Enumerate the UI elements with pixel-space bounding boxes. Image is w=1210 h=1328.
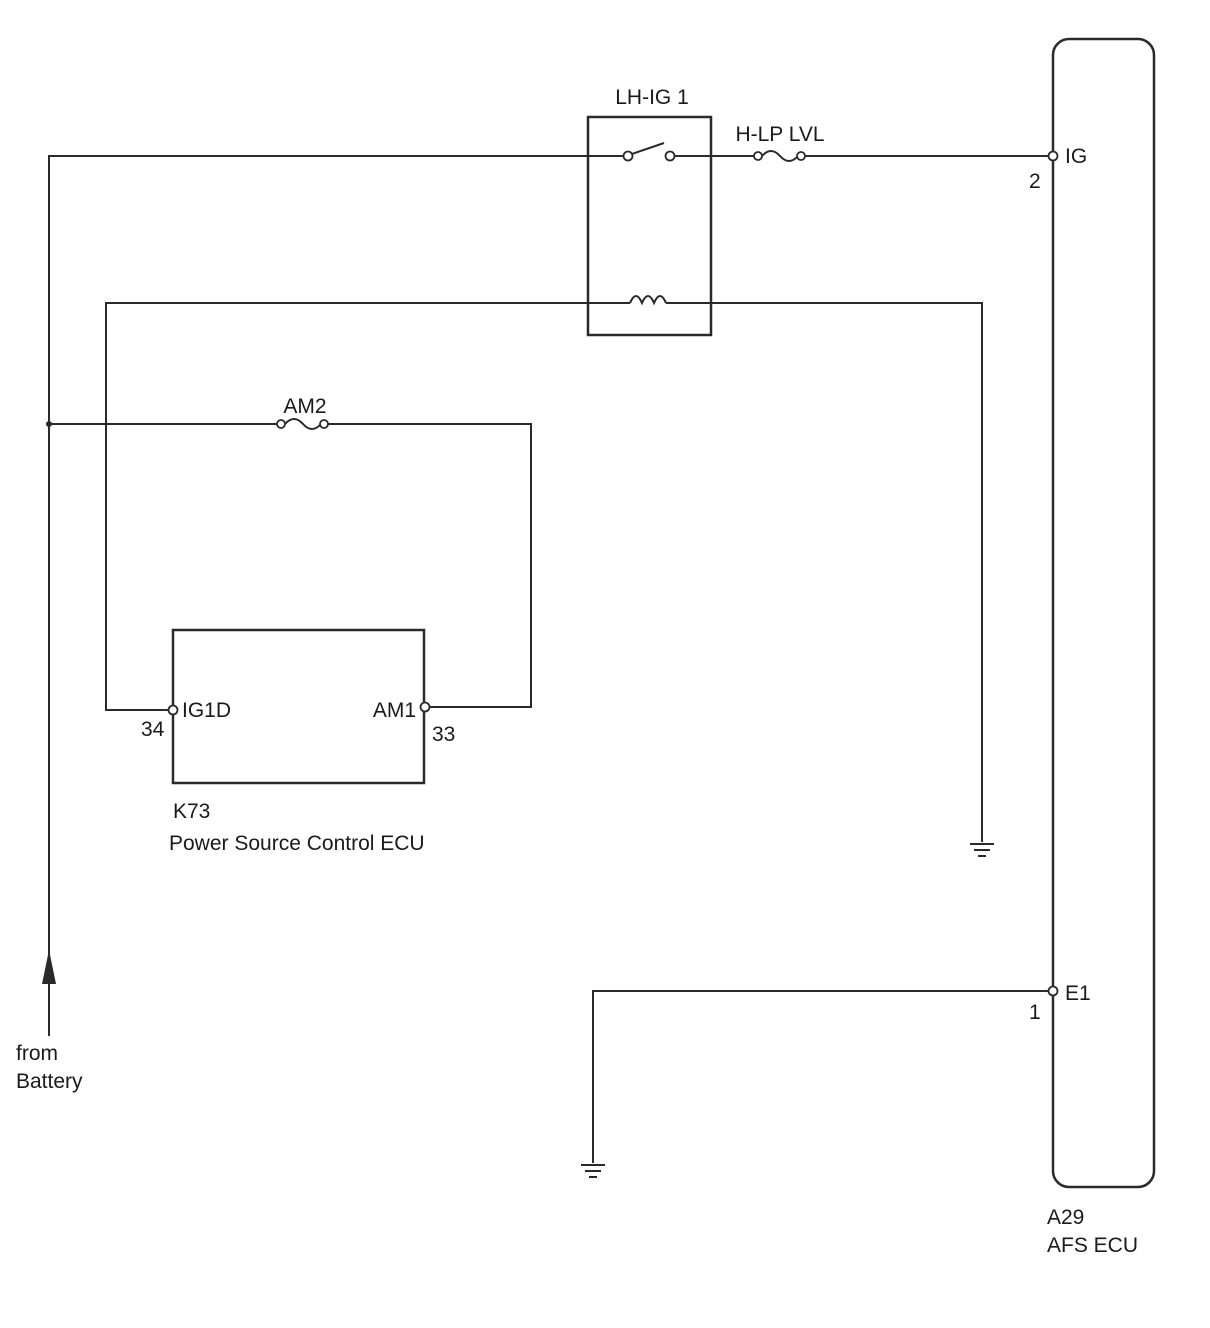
relay-box (586, 115, 713, 337)
relay-switch-blade (631, 142, 665, 155)
fuse-terminal (319, 419, 329, 429)
fuse-terminal (276, 419, 286, 429)
pin-am1-number: 33 (432, 723, 455, 746)
pin-am1-terminal (419, 701, 431, 713)
wire-ig1d-to-coil (105, 302, 630, 711)
battery-feed: from Battery (16, 155, 624, 1093)
pin-e1-number: 1 (1029, 1001, 1041, 1024)
ground-icon (970, 843, 994, 857)
afs-ecu-connector: A29 (1047, 1206, 1084, 1229)
battery-label-line2: Battery (16, 1070, 83, 1093)
wire-coil-to-ground (666, 302, 983, 842)
battery-wire (48, 155, 624, 1036)
pin-e1-terminal (1047, 985, 1059, 997)
fuse-terminal (796, 151, 806, 161)
ground-icon (581, 1164, 605, 1178)
pin-ig1d-label: IG1D (182, 699, 231, 722)
pin-ig-number: 2 (1029, 170, 1041, 193)
afs-ecu-box (1051, 37, 1156, 1189)
relay-coil-icon (629, 295, 667, 306)
power-ecu-connector: K73 (173, 800, 210, 823)
fuse-terminal (753, 151, 763, 161)
fuse-icon (761, 150, 799, 162)
battery-label-line1: from (16, 1042, 58, 1065)
wire-e1-to-ground (592, 990, 1048, 1163)
wire-am2-to-am1 (328, 423, 532, 708)
battery-arrow-icon (42, 950, 56, 984)
pin-ig-terminal (1047, 150, 1059, 162)
fuse-am2: AM2 (276, 395, 329, 430)
pin-ig1d-terminal (167, 704, 179, 716)
pin-e1-label: E1 (1065, 982, 1091, 1005)
afs-ecu: IG 2 E1 1 A29 AFS ECU (1029, 37, 1156, 1257)
pin-ig-label: IG (1065, 145, 1087, 168)
relay-lh-ig1: LH-IG 1 (586, 86, 713, 337)
fuse-hlp-lvl-label: H-LP LVL (735, 123, 824, 146)
relay-label: LH-IG 1 (615, 86, 689, 109)
pin-ig1d-number: 34 (141, 718, 165, 741)
fuse-am2-label: AM2 (283, 395, 326, 418)
relay-contact-in (622, 150, 634, 162)
power-ecu-name: Power Source Control ECU (169, 832, 425, 855)
afs-ecu-name: AFS ECU (1047, 1234, 1138, 1257)
power-source-control-ecu: IG1D 34 AM1 33 K73 Power Source Control … (141, 628, 455, 855)
fuse-icon (284, 418, 322, 430)
pin-am1-label: AM1 (373, 699, 416, 722)
relay-contact-out (664, 150, 676, 162)
